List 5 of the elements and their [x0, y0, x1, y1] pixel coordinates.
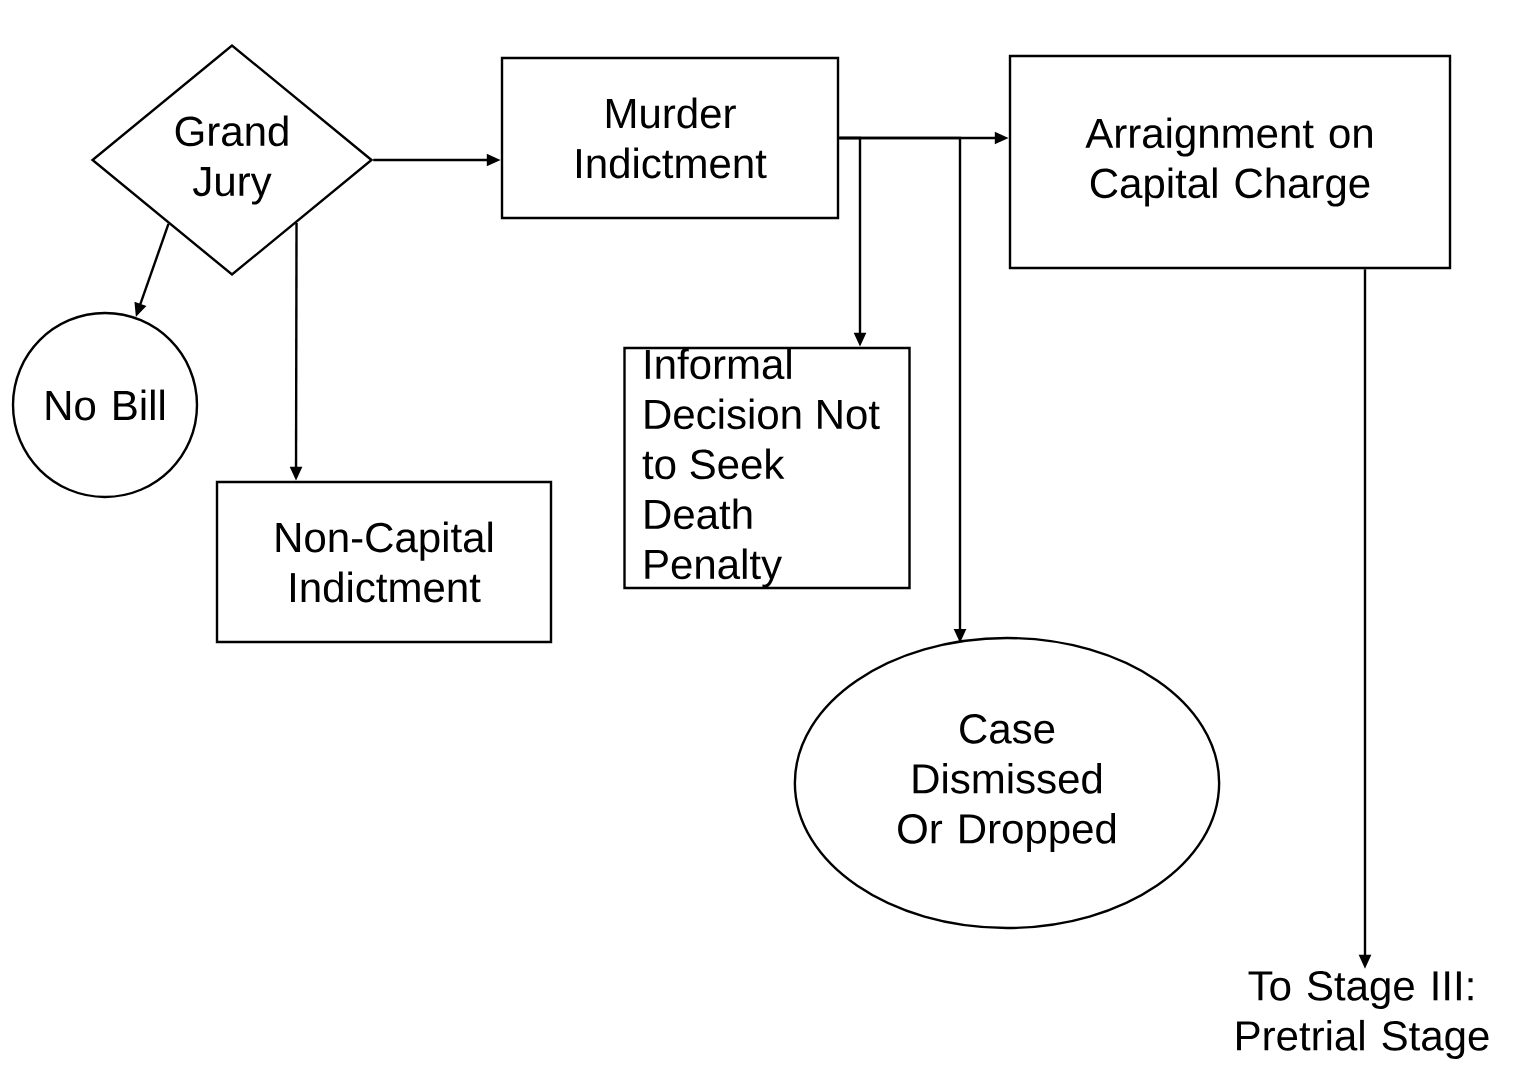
stage-label: To Stage III: Pretrial Stage	[1237, 970, 1489, 1059]
process-box: Arraignment on Capital Charge	[1008, 54, 1452, 270]
process-box: Informal Decision Not to Seek Death Penalty	[623, 346, 911, 590]
process-box: Non-Capital Indictment	[215, 480, 553, 644]
process-box: Murder Indictment	[500, 56, 840, 220]
